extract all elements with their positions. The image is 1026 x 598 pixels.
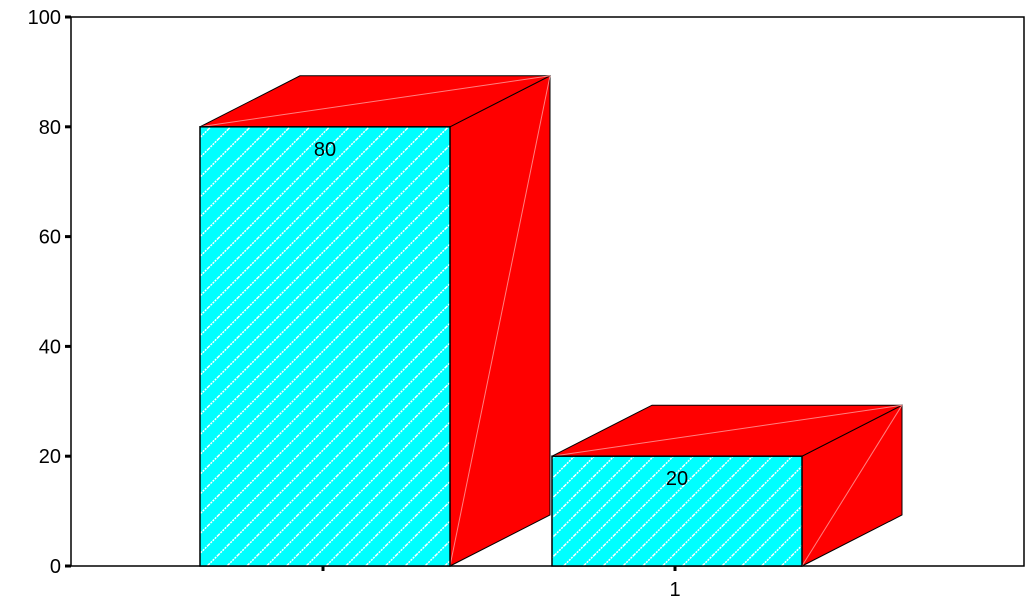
bar-0: [199, 74, 551, 567]
x-axis: 1: [321, 566, 681, 598]
y-tick-label: 60: [39, 227, 61, 249]
y-tick-label: 0: [50, 556, 61, 578]
bars-group: [199, 74, 903, 567]
bar-side-diagonal: [801, 404, 903, 567]
y-tick-label: 100: [28, 7, 61, 29]
bar-top-diagonal: [551, 404, 903, 457]
bar-side-diagonal: [449, 75, 551, 567]
y-tick-label: 20: [39, 446, 61, 468]
bar-top-diagonal: [199, 75, 551, 128]
bar-front-face: [199, 126, 451, 567]
x-tick-label: 1: [669, 579, 680, 598]
data-labels: 80 20: [314, 139, 688, 490]
bar-data-label: 80: [314, 139, 336, 161]
y-tick-label: 40: [39, 336, 61, 358]
y-tick-label: 80: [39, 117, 61, 139]
y-axis: 0 20 40 60 80 100: [28, 7, 71, 578]
bar-data-label: 20: [666, 468, 688, 490]
bar-1: [551, 404, 903, 567]
bar-front-face: [551, 455, 803, 567]
